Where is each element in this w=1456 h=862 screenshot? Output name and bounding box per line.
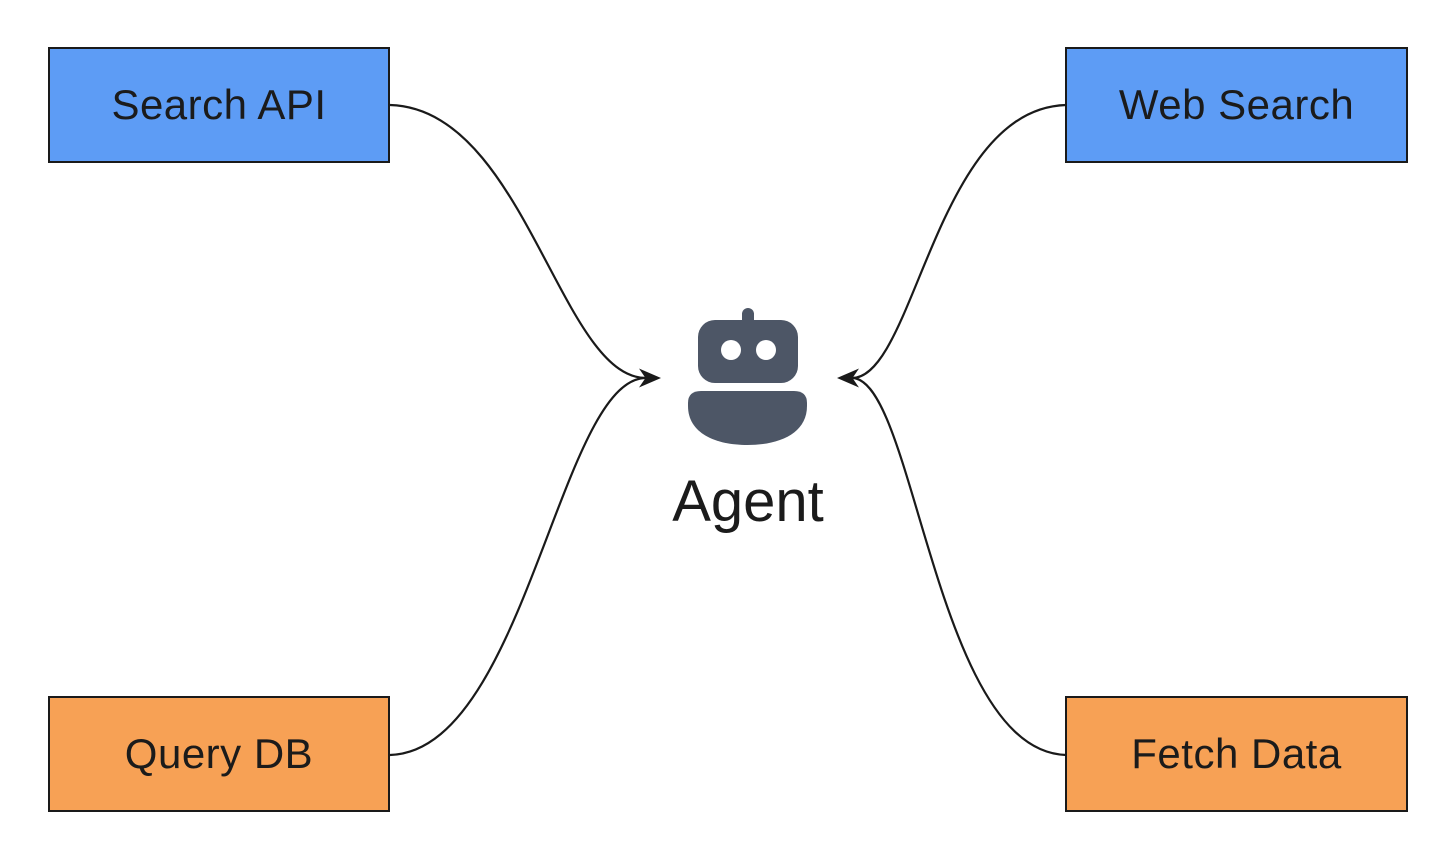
node-query-db-label: Query DB: [124, 730, 314, 777]
node-query-db: Query DB: [48, 696, 390, 812]
node-web-search-label: Web Search: [1118, 81, 1355, 128]
node-web-search: Web Search: [1065, 47, 1408, 163]
robot-icon: [688, 308, 807, 445]
node-fetch-data: Fetch Data: [1065, 696, 1408, 812]
edge-search-api-to-agent: [389, 103, 647, 380]
agent-label: Agent: [672, 469, 824, 534]
node-search-api: Search API: [48, 47, 390, 163]
edge-web-search-to-agent: [851, 103, 1067, 380]
node-fetch-data-label: Fetch Data: [1131, 730, 1342, 777]
edge-query-db-to-agent: [389, 376, 647, 757]
arrowhead-left: [639, 368, 661, 388]
edge-fetch-data-to-agent: [851, 376, 1067, 757]
node-search-api-label: Search API: [111, 81, 327, 128]
arrowhead-right: [837, 368, 859, 388]
